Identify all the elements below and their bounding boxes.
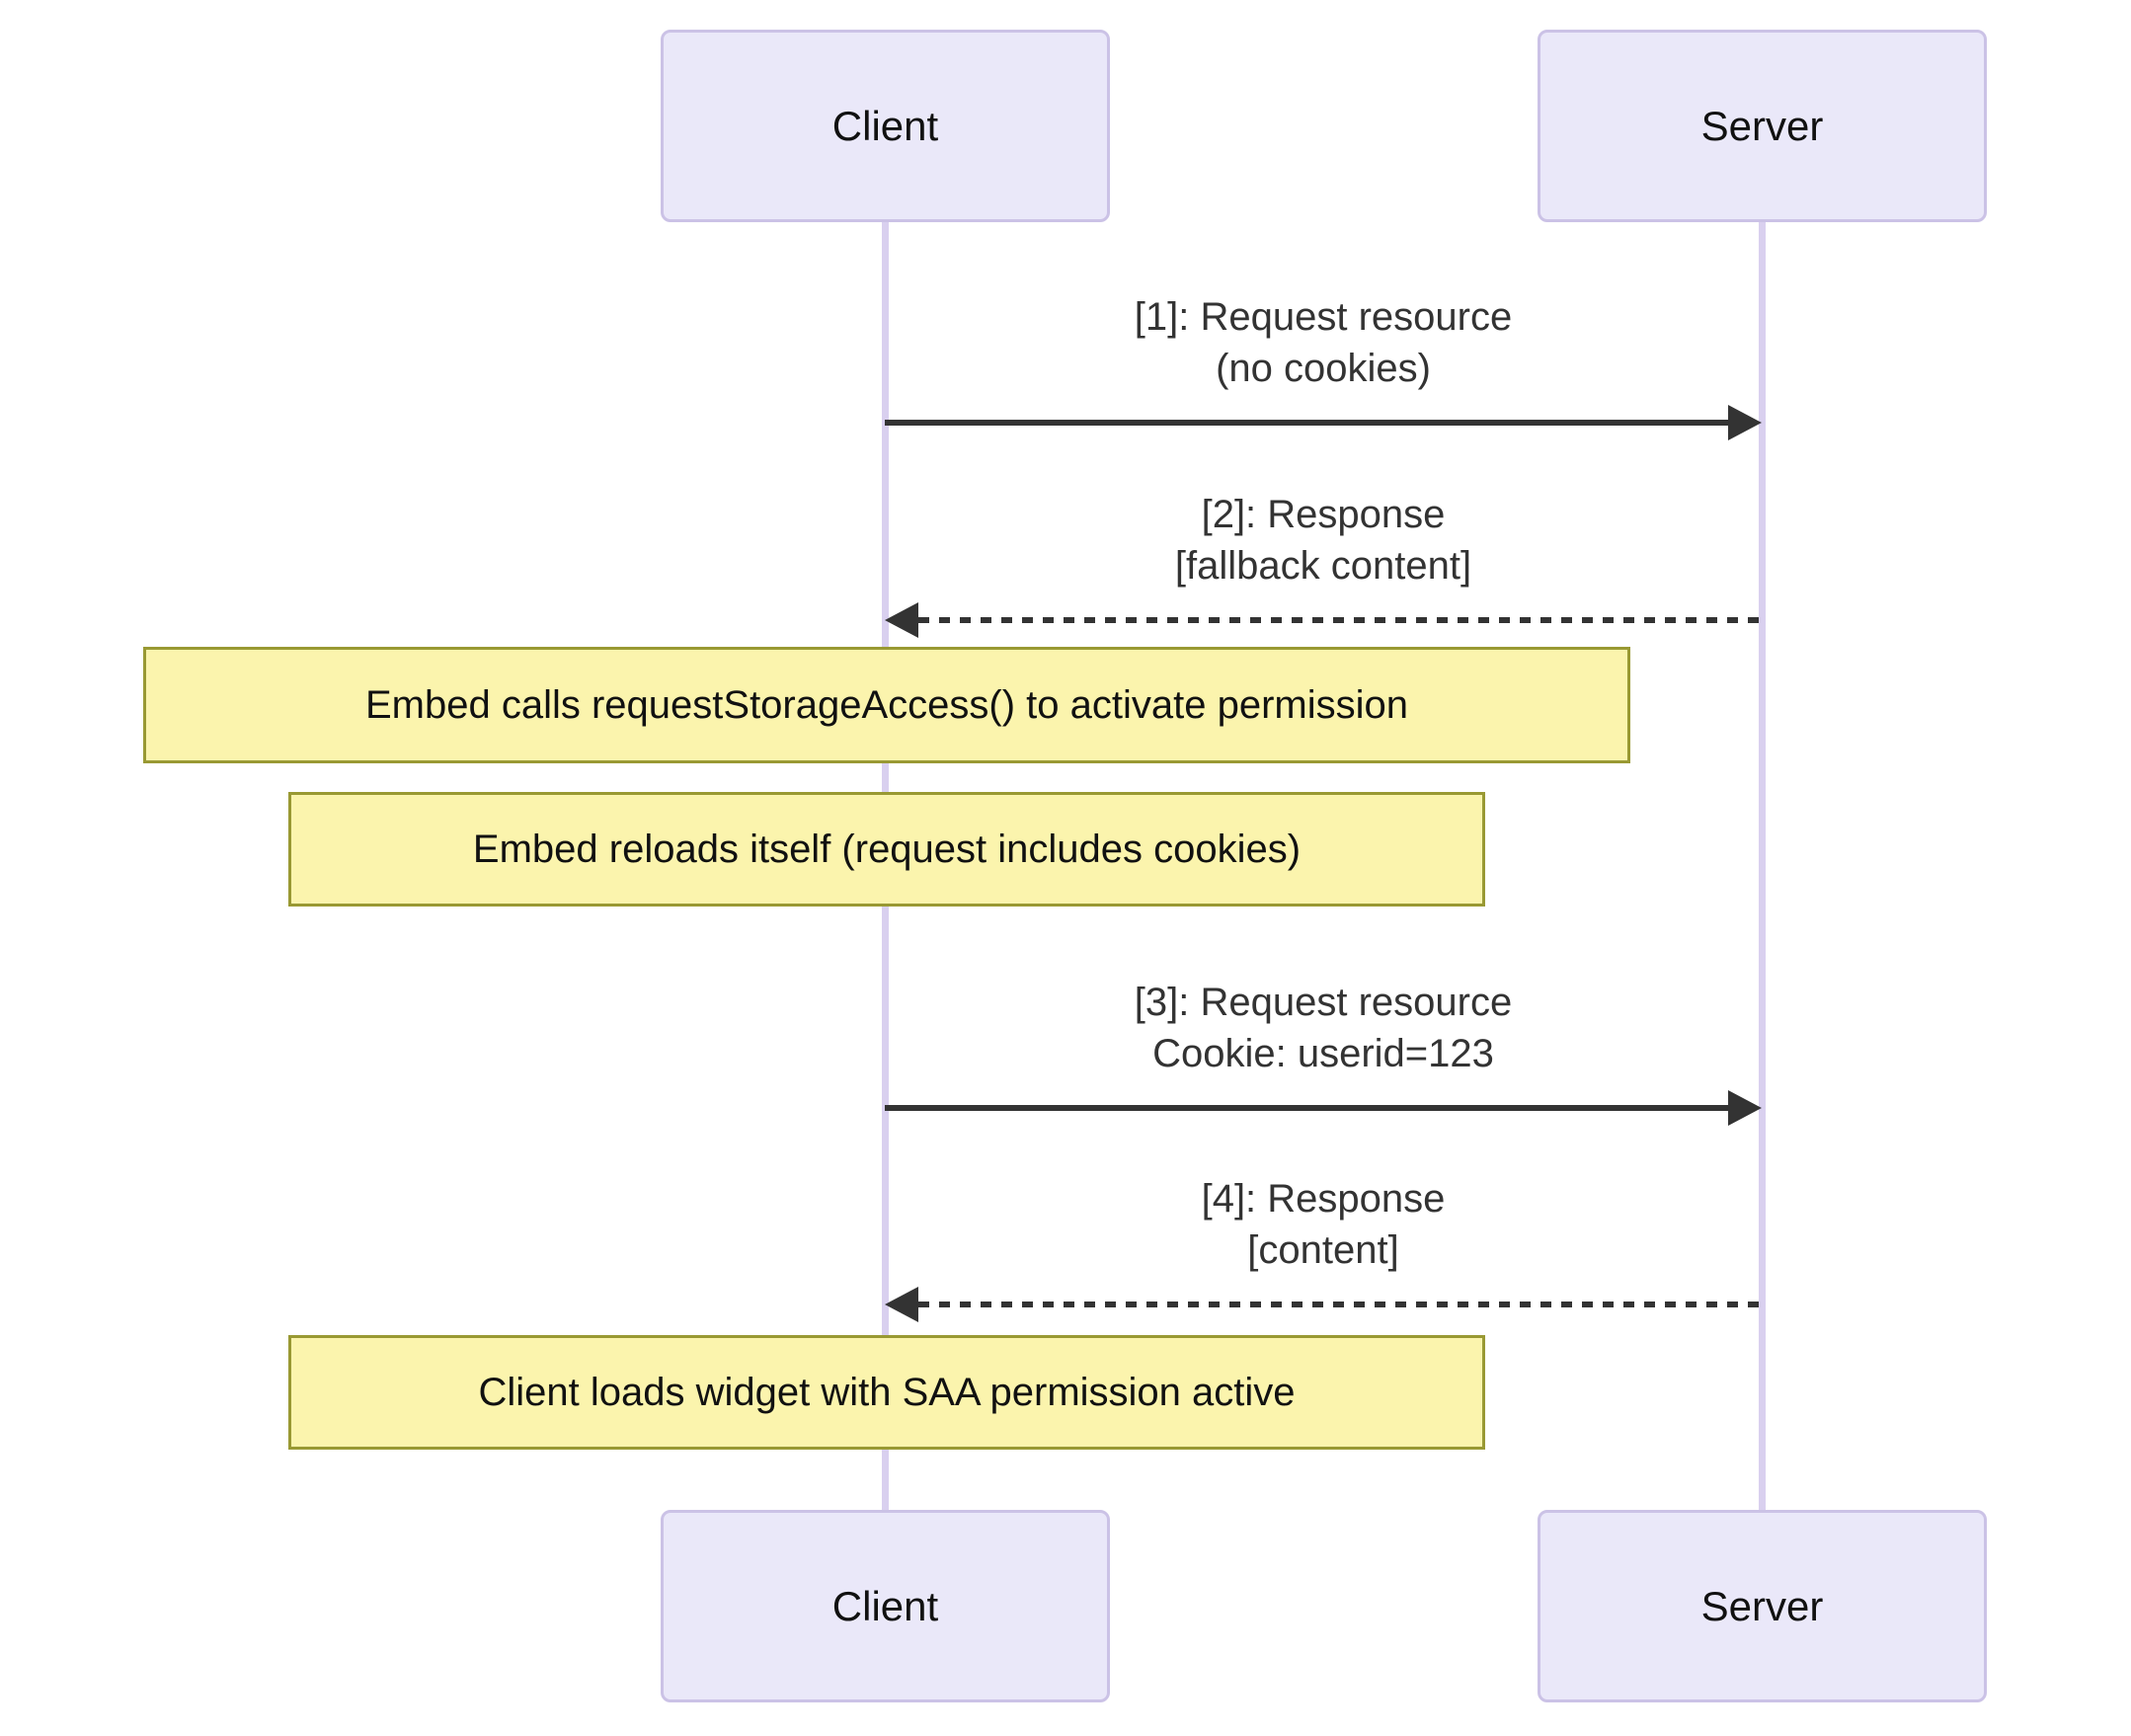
message-3-line-2: Cookie: userid=123 xyxy=(1152,1032,1494,1075)
actor-bottom-server: Server xyxy=(1538,1510,1987,1702)
message-4: [4]: Response [content] xyxy=(885,1173,1762,1323)
message-4-line-2: [content] xyxy=(1247,1228,1399,1272)
note-1-text: Embed calls requestStorageAccess() to ac… xyxy=(364,682,1408,727)
message-4-arrow-line xyxy=(918,1302,1762,1307)
note-2: Embed reloads itself (request includes c… xyxy=(288,792,1485,907)
message-2-label: [2]: Response [fallback content] xyxy=(885,489,1762,592)
actor-top-client-label: Client xyxy=(831,102,939,149)
message-3-arrowhead xyxy=(1728,1090,1762,1126)
message-2-arrow-line xyxy=(918,617,1762,623)
note-3: Client loads widget with SAA permission … xyxy=(288,1335,1485,1450)
lifeline-server xyxy=(1759,222,1766,1510)
actor-top-server: Server xyxy=(1538,30,1987,222)
message-1-line-1: [1]: Request resource xyxy=(1134,295,1513,339)
message-3-arrow-line xyxy=(885,1105,1728,1111)
message-2-line-2: [fallback content] xyxy=(1174,544,1472,588)
message-3-line-1: [3]: Request resource xyxy=(1134,981,1513,1024)
message-1: [1]: Request resource (no cookies) xyxy=(885,291,1762,441)
message-2-arrowhead xyxy=(885,602,918,638)
message-3-label: [3]: Request resource Cookie: userid=123 xyxy=(885,977,1762,1079)
actor-bottom-server-label: Server xyxy=(1700,1582,1824,1629)
message-2-line-1: [2]: Response xyxy=(1201,493,1446,536)
note-1: Embed calls requestStorageAccess() to ac… xyxy=(143,647,1630,763)
message-4-line-1: [4]: Response xyxy=(1201,1177,1446,1221)
message-3: [3]: Request resource Cookie: userid=123 xyxy=(885,977,1762,1127)
message-1-arrow-line xyxy=(885,420,1728,426)
message-4-arrowhead xyxy=(885,1287,918,1322)
message-2: [2]: Response [fallback content] xyxy=(885,489,1762,639)
message-1-label: [1]: Request resource (no cookies) xyxy=(885,291,1762,394)
message-1-arrowhead xyxy=(1728,405,1762,440)
actor-bottom-client: Client xyxy=(661,1510,1110,1702)
note-2-text: Embed reloads itself (request includes c… xyxy=(472,827,1302,871)
actor-top-client: Client xyxy=(661,30,1110,222)
message-1-line-2: (no cookies) xyxy=(1216,347,1431,390)
message-4-label: [4]: Response [content] xyxy=(885,1173,1762,1276)
note-3-text: Client loads widget with SAA permission … xyxy=(478,1370,1296,1414)
actor-top-server-label: Server xyxy=(1700,102,1824,149)
actor-bottom-client-label: Client xyxy=(831,1582,939,1629)
